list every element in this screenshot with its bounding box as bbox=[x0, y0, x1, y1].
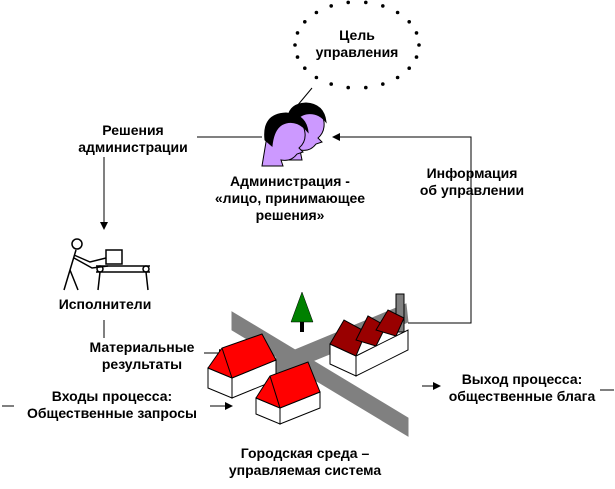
inputs-line2: Общественные запросы bbox=[26, 405, 198, 421]
decisions-line2: администрации bbox=[78, 139, 188, 155]
cloud-dot bbox=[295, 55, 300, 59]
cloud-dot bbox=[293, 43, 297, 47]
cloud-dot bbox=[364, 0, 368, 5]
cloud-dot bbox=[407, 20, 412, 24]
goal-label: Цель управления bbox=[307, 27, 407, 61]
decisions-label: Решения администрации bbox=[68, 122, 198, 156]
inputs-line1: Входы процесса: bbox=[51, 388, 173, 404]
tree-crown bbox=[290, 291, 314, 323]
cloud-dot bbox=[314, 75, 319, 80]
inputs-label: Входы процесса: Общественные запросы bbox=[14, 388, 210, 422]
cloud-dot bbox=[395, 75, 400, 80]
cloud-dot bbox=[295, 31, 300, 35]
cloud-dot bbox=[346, 0, 351, 5]
house1-roof bbox=[207, 333, 277, 379]
cloud-dot bbox=[381, 82, 385, 86]
conveyor-legs bbox=[97, 271, 149, 291]
cloud-dot bbox=[407, 66, 412, 70]
person-heads-icon bbox=[261, 102, 327, 167]
goal-dotted-cloud bbox=[293, 0, 421, 90]
sawtooth-roof-3 bbox=[375, 309, 405, 337]
cloud-dot bbox=[346, 85, 351, 90]
administration-label: Администрация - «лицо, принимающее решен… bbox=[198, 173, 382, 224]
outputs-line1: Выход процесса: bbox=[461, 371, 583, 387]
executors-label: Исполнители bbox=[50, 296, 160, 313]
administration-line3: решения» bbox=[255, 207, 325, 223]
cloud-dot bbox=[329, 4, 334, 8]
cloud-dot bbox=[395, 10, 400, 15]
house-icon-2 bbox=[255, 361, 321, 425]
cloud-dot bbox=[303, 66, 307, 70]
chimney bbox=[395, 293, 405, 333]
cloud-dot bbox=[303, 20, 307, 24]
outputs-label: Выход процесса: общественные блага bbox=[444, 371, 600, 405]
goal-line1: Цель bbox=[339, 27, 375, 43]
road-diagonal bbox=[231, 311, 409, 437]
cloud-dot bbox=[314, 10, 319, 15]
cloud-dot bbox=[364, 85, 368, 90]
city-line2: управляемая система bbox=[228, 462, 382, 478]
cloud-dot bbox=[329, 82, 334, 86]
outputs-line2: общественные блага bbox=[448, 388, 596, 404]
tree-icon bbox=[290, 291, 314, 332]
administration-line1: Администрация - bbox=[230, 173, 350, 189]
tree-trunk bbox=[300, 320, 304, 332]
worker-body bbox=[63, 249, 109, 291]
material-line2: результаты bbox=[101, 356, 183, 372]
connector-lines bbox=[2, 87, 614, 410]
box bbox=[105, 249, 123, 265]
factory-side bbox=[355, 329, 409, 377]
feedback-label: Информация об управлении bbox=[410, 165, 534, 199]
house2-ridge bbox=[269, 375, 281, 409]
feedback-line bbox=[332, 133, 472, 324]
executors-line1: Исполнители bbox=[58, 296, 152, 312]
material-label: Материальные результаты bbox=[80, 339, 204, 373]
material-line1: Материальные bbox=[89, 339, 195, 355]
goal-line2: управления bbox=[315, 44, 399, 60]
cloud-dot bbox=[414, 31, 419, 35]
cloud-dot bbox=[414, 55, 419, 59]
house1-ridge bbox=[221, 347, 233, 379]
city-line1: Городская среда – bbox=[240, 445, 370, 461]
house2-roof bbox=[255, 361, 321, 409]
feedback-line2: об управлении bbox=[419, 182, 525, 198]
cloud-dot bbox=[417, 43, 421, 47]
cloud-dot bbox=[381, 4, 385, 8]
feedback-line1: Информация bbox=[426, 165, 518, 181]
worker-conveyor-icon bbox=[63, 238, 150, 291]
city-label: Городская среда – управляемая система bbox=[218, 445, 392, 479]
roller-right bbox=[142, 265, 150, 273]
decisions-line1: Решения bbox=[102, 122, 164, 138]
administration-line2: «лицо, принимающее bbox=[214, 190, 366, 206]
house-icon-1 bbox=[207, 333, 277, 399]
worker-head bbox=[71, 238, 83, 250]
factory-icon bbox=[329, 293, 409, 377]
front-hair bbox=[264, 112, 309, 148]
